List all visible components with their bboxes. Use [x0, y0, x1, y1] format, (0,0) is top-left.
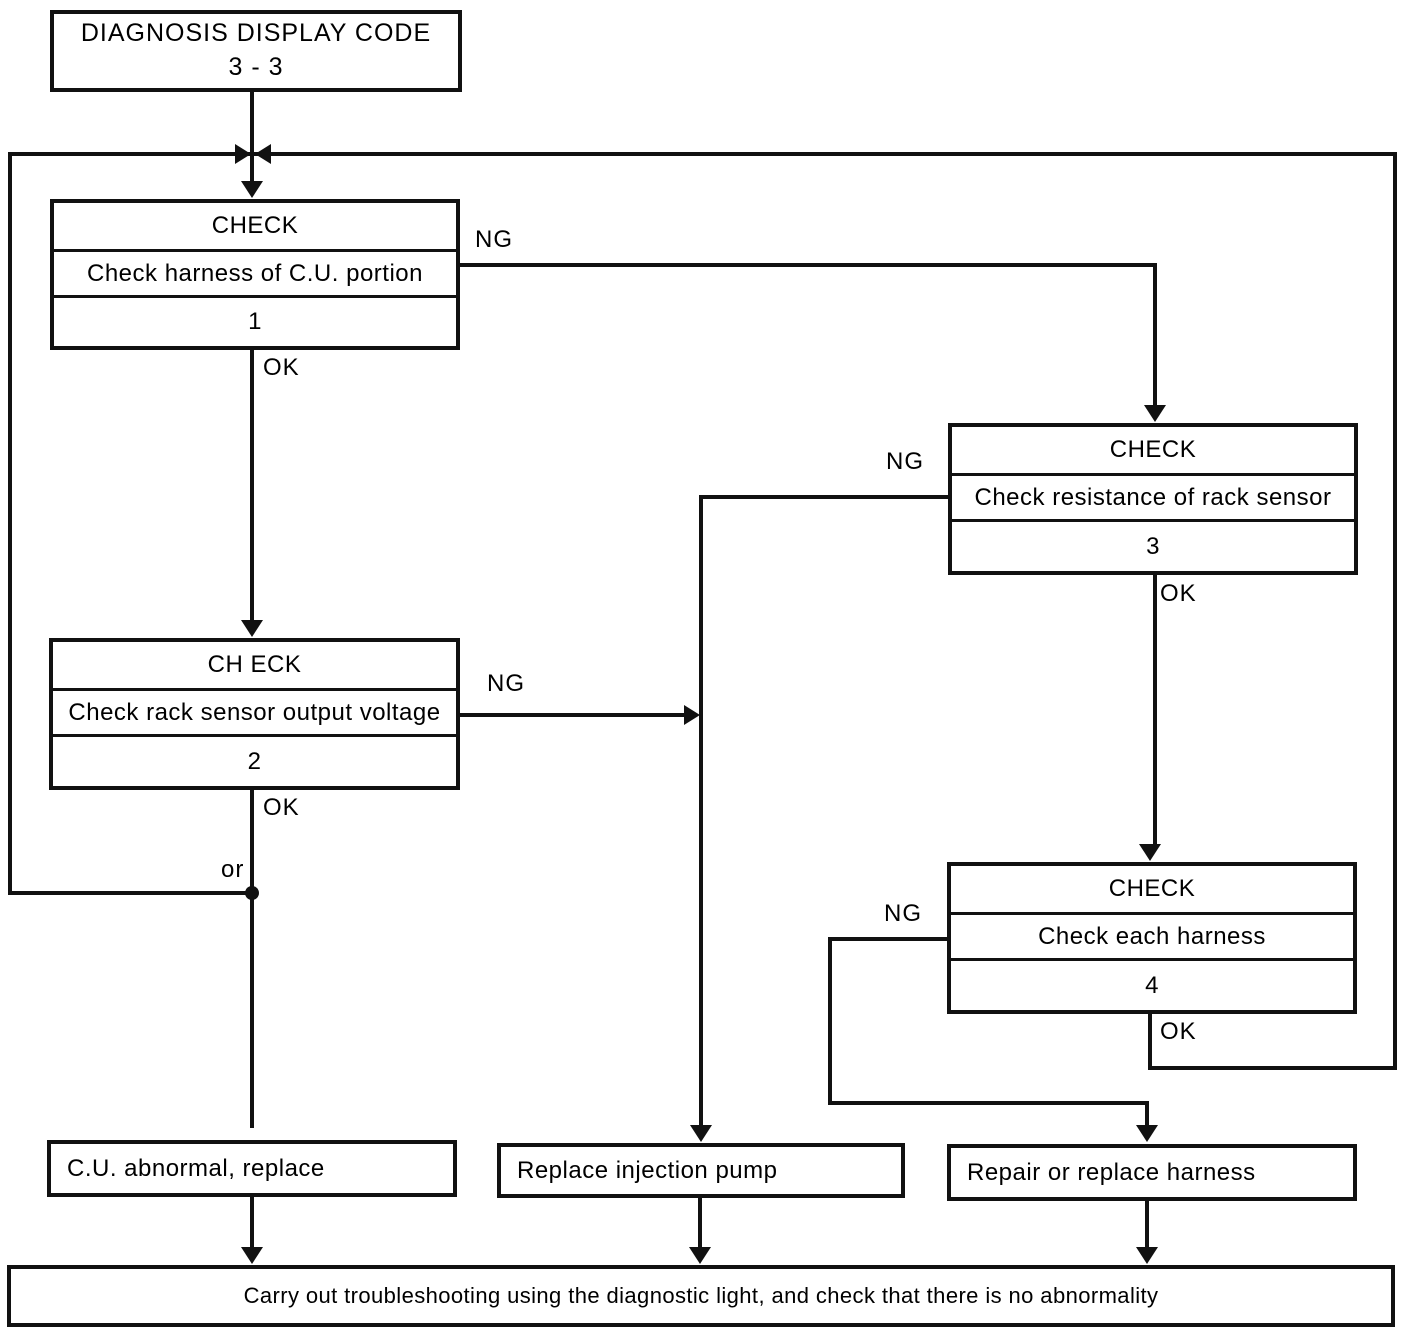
connector-check4-ok-h	[1148, 1066, 1397, 1070]
footer-bar: Carry out troubleshooting using the diag…	[7, 1265, 1395, 1327]
connector-junction-to-check1	[250, 152, 254, 186]
arrowhead-terminal2-footer-icon	[689, 1247, 711, 1264]
connector-left-feedback	[8, 152, 12, 895]
terminal-repair-harness-box: Repair or replace harness	[947, 1144, 1357, 1201]
connector-check4-ng-h1	[828, 937, 949, 941]
connector-terminal3-drop	[1145, 1201, 1149, 1249]
connector-right-feedback	[1393, 152, 1397, 1070]
check-2-title: CH ECK	[207, 651, 302, 678]
connector-check3-ng-h	[699, 495, 952, 499]
connector-start-drop	[250, 90, 254, 156]
or-junction-dot	[245, 886, 259, 900]
connector-top-feedback	[8, 152, 1397, 156]
arrowhead-into-check2-icon	[241, 620, 263, 637]
connector-or-horizontal	[8, 891, 252, 895]
connector-check2-ng	[460, 713, 686, 717]
connector-mid-vertical	[699, 495, 703, 1130]
connector-check1-ng-h	[460, 263, 1157, 267]
connector-terminal2-drop	[698, 1198, 702, 1249]
check-4-step: 4	[951, 958, 1353, 1010]
label-check2-ok: OK	[263, 794, 300, 821]
arrowhead-feedback-left-icon	[235, 144, 251, 164]
start-box-code: 3 - 3	[228, 53, 284, 81]
check-2-desc: Check rack sensor output voltage	[53, 688, 456, 734]
arrowhead-into-pump-icon	[690, 1125, 712, 1142]
check-3-box: CHECK Check resistance of rack sensor 3	[948, 423, 1358, 575]
connector-check4-ng-drop	[1145, 1101, 1149, 1127]
terminal-repair-harness-label: Repair or replace harness	[967, 1158, 1256, 1186]
check-1-title: CHECK	[211, 212, 299, 239]
label-check2-ng: NG	[487, 670, 525, 697]
arrowhead-into-check4-icon	[1139, 844, 1161, 861]
terminal-cu-abnormal-label: C.U. abnormal, replace	[67, 1154, 325, 1182]
check-3-title: CHECK	[1109, 436, 1197, 463]
arrowhead-feedback-right-icon	[255, 144, 271, 164]
arrowhead-into-harness-icon	[1136, 1125, 1158, 1142]
check-1-desc: Check harness of C.U. portion	[54, 249, 456, 295]
check-4-title: CHECK	[1108, 875, 1196, 902]
connector-check2-ok	[250, 790, 254, 1128]
check-2-step: 2	[53, 734, 456, 786]
terminal-replace-pump-box: Replace injection pump	[497, 1143, 905, 1198]
label-or: or	[221, 856, 245, 883]
footer-text: Carry out troubleshooting using the diag…	[243, 1283, 1159, 1308]
start-box-title: DIAGNOSIS DISPLAY CODE	[80, 19, 432, 48]
label-check4-ng: NG	[884, 900, 922, 927]
check-3-step: 3	[952, 519, 1354, 571]
label-check4-ok: OK	[1160, 1018, 1197, 1045]
connector-check4-ng-v	[828, 937, 832, 1105]
label-check3-ng: NG	[886, 448, 924, 475]
connector-check1-ok	[250, 350, 254, 625]
check-4-desc: Check each harness	[951, 912, 1353, 958]
connector-check3-ok	[1153, 575, 1157, 849]
connector-terminal1-drop	[250, 1197, 254, 1249]
arrowhead-into-check3-icon	[1144, 405, 1166, 422]
check-1-step: 1	[54, 295, 456, 346]
start-box: DIAGNOSIS DISPLAY CODE 3 - 3	[50, 10, 462, 92]
label-check3-ok: OK	[1160, 580, 1197, 607]
check-2-box: CH ECK Check rack sensor output voltage …	[49, 638, 460, 790]
label-check1-ng: NG	[475, 226, 513, 253]
check-1-box: CHECK Check harness of C.U. portion 1	[50, 199, 460, 350]
label-check1-ok: OK	[263, 354, 300, 381]
connector-check1-ng-v	[1153, 263, 1157, 409]
check-4-box: CHECK Check each harness 4	[947, 862, 1357, 1014]
terminal-replace-pump-label: Replace injection pump	[517, 1156, 778, 1184]
arrowhead-into-check1-icon	[241, 181, 263, 198]
arrowhead-check2-ng-icon	[684, 705, 700, 725]
arrowhead-terminal3-footer-icon	[1136, 1247, 1158, 1264]
connector-check4-ok-v	[1148, 1014, 1152, 1070]
connector-check4-ng-h2	[828, 1101, 1149, 1105]
arrowhead-terminal1-footer-icon	[241, 1247, 263, 1264]
check-3-desc: Check resistance of rack sensor	[952, 473, 1354, 519]
terminal-cu-abnormal-box: C.U. abnormal, replace	[47, 1140, 457, 1197]
